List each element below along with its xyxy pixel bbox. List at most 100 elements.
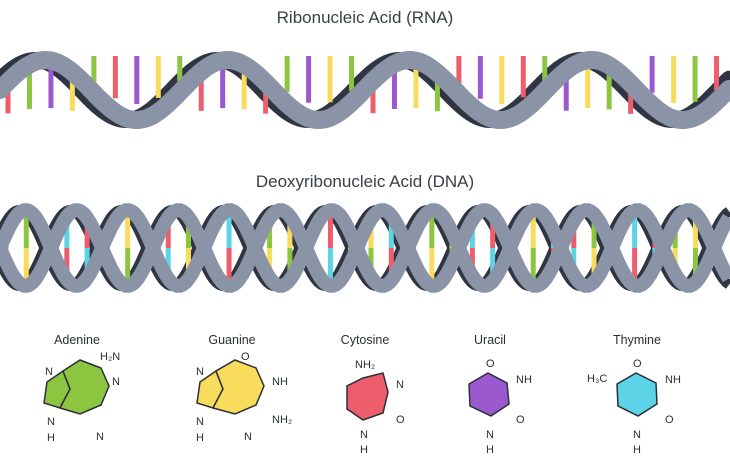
rna-base-30 bbox=[628, 83, 634, 114]
rna-base-9 bbox=[177, 56, 183, 84]
guanine-nh2: NH₂ bbox=[272, 414, 292, 426]
uracil-nh1: NH bbox=[516, 374, 532, 386]
cytosine-nh2: NH₂ bbox=[355, 359, 375, 371]
dna-base-pair-15-a bbox=[287, 216, 293, 248]
dna-strand-b bbox=[0, 203, 730, 293]
dna-base-pair-27-a bbox=[530, 210, 536, 248]
dna-base-pair-35-b bbox=[692, 248, 698, 283]
thymine-n: N bbox=[633, 429, 641, 441]
dna-base-pair-30-a bbox=[591, 214, 597, 248]
rna-base-5 bbox=[91, 56, 97, 84]
guanine-label: Guanine bbox=[208, 333, 255, 347]
rna-base-10 bbox=[198, 71, 204, 111]
adenine-label: Adenine bbox=[54, 333, 100, 347]
adenine-n2: N bbox=[96, 431, 104, 443]
guanine-n2: N bbox=[244, 431, 252, 443]
cytosine-n: N bbox=[396, 379, 404, 391]
adenine-hexagon bbox=[58, 359, 110, 415]
thymine-o2: O bbox=[665, 414, 674, 426]
dna-base-pair-2-a bbox=[23, 210, 29, 248]
rna-base-15 bbox=[306, 56, 312, 103]
dna-base-pair-7-b bbox=[125, 248, 131, 286]
dna-base-pair-17-b bbox=[327, 248, 333, 286]
rna-base-31 bbox=[649, 56, 655, 93]
adenine-nh: N bbox=[47, 416, 55, 428]
cytosine-o: O bbox=[396, 414, 405, 426]
dna-base-pair-7-a bbox=[125, 210, 131, 248]
rna-base-27 bbox=[563, 70, 569, 111]
rna-base-11 bbox=[220, 60, 226, 109]
rna-backbone bbox=[0, 50, 730, 130]
uracil-hexagon bbox=[468, 372, 510, 417]
dna-base-pair-22-a bbox=[429, 210, 435, 248]
rna-base-13 bbox=[263, 82, 269, 114]
rna-base-1 bbox=[5, 81, 11, 114]
rna-base-16 bbox=[327, 56, 333, 103]
thymine-structure: Thymine H₃C O NH O N H bbox=[587, 333, 681, 456]
rna-title: Ribonucleic Acid (RNA) bbox=[276, 8, 454, 27]
rna-base-3 bbox=[48, 60, 54, 109]
dna-base-pair-12-a bbox=[226, 210, 232, 248]
dna-base-pair-27-b bbox=[530, 248, 536, 286]
dna-base-pair-5-b bbox=[84, 248, 90, 279]
guanine-n1: N bbox=[196, 366, 204, 378]
rna-base-2 bbox=[26, 64, 32, 110]
rna-base-24 bbox=[499, 56, 505, 104]
rna-base-21 bbox=[434, 72, 440, 112]
cytosine-nh: N bbox=[360, 429, 368, 441]
rna-base-17 bbox=[349, 56, 355, 91]
adenine-n3: N bbox=[45, 366, 53, 378]
dna-base-pair-14-b bbox=[267, 248, 273, 278]
dna-base-pair-17-a bbox=[327, 210, 333, 248]
dna-base-pair-9-a bbox=[165, 217, 171, 248]
rna-base-18 bbox=[370, 80, 376, 114]
rna-base-19 bbox=[391, 63, 397, 109]
cytosine-structure: Cytosine NH₂ N O N H bbox=[341, 333, 405, 456]
rna-base-26 bbox=[542, 56, 548, 83]
rna-base-8 bbox=[155, 56, 161, 98]
rna-base-29 bbox=[606, 65, 612, 110]
uracil-label: Uracil bbox=[474, 333, 506, 347]
rna-base-22 bbox=[456, 56, 462, 85]
dna-base-pair-14-a bbox=[267, 218, 273, 248]
dna-base-pair-25-a bbox=[490, 214, 496, 248]
guanine-h: H bbox=[196, 432, 204, 444]
cytosine-hexagon bbox=[346, 372, 389, 421]
rna-base-34 bbox=[714, 56, 720, 91]
uracil-h: H bbox=[486, 444, 494, 456]
thymine-h3c: H₃C bbox=[587, 373, 607, 385]
dna-base-pair-32-a bbox=[632, 210, 638, 248]
rna-base-25 bbox=[520, 56, 526, 98]
uracil-o2: O bbox=[516, 414, 525, 426]
dna-base-pair-9-b bbox=[165, 248, 171, 279]
uracil-o1: O bbox=[486, 358, 495, 370]
dna-base-pair-4-a bbox=[64, 216, 70, 248]
dna-strand-a bbox=[0, 203, 730, 293]
rna-base-14 bbox=[284, 56, 290, 93]
uracil-structure: Uracil O NH O N H bbox=[468, 333, 532, 456]
uracil-nh2: N bbox=[486, 429, 494, 441]
cytosine-h: H bbox=[360, 444, 368, 456]
thymine-nh: NH bbox=[665, 374, 681, 386]
guanine-o: O bbox=[241, 351, 250, 363]
dna-base-pair-10-b bbox=[186, 248, 191, 280]
guanine-n3: N bbox=[196, 416, 204, 428]
dna-title: Deoxyribonucleic Acid (DNA) bbox=[255, 172, 475, 191]
dna-base-pair-25-b bbox=[490, 248, 496, 282]
dna-base-pair-12-b bbox=[226, 248, 232, 286]
guanine-structure: Guanine O N NH N NH₂ N H bbox=[196, 333, 292, 444]
adenine-nh2: H₂N bbox=[100, 351, 120, 363]
thymine-o1: O bbox=[633, 358, 642, 370]
thymine-label: Thymine bbox=[613, 333, 661, 347]
dna-base-pair-4-b bbox=[64, 248, 70, 280]
dna-base-pair-15-b bbox=[287, 248, 293, 280]
dna-base-pair-5-a bbox=[84, 217, 90, 248]
dna-base-pair-20-b bbox=[388, 248, 394, 281]
rna-base-7 bbox=[134, 56, 140, 104]
guanine-hexagon bbox=[211, 359, 265, 415]
dna-base-pair-2-b bbox=[23, 248, 29, 286]
